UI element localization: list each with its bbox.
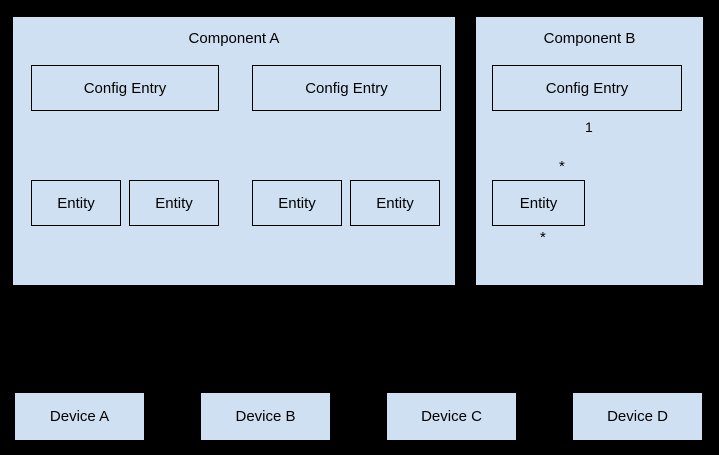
component-b-title: Component B [543,30,636,47]
component-a-title: Component A [188,30,280,47]
config-entry-box[interactable]: Config Entry [31,65,219,111]
device-box[interactable]: Device B [201,393,330,440]
config-entry-box[interactable]: Config Entry [252,65,441,111]
config-entry-box[interactable]: Config Entry [492,65,682,111]
device-box[interactable]: Device A [15,393,144,440]
component-panel-a: Component A [13,17,455,285]
multiplicity-label-many: * [540,229,546,246]
multiplicity-label-many: * [559,158,565,175]
entity-box[interactable]: Entity [31,180,121,226]
entity-box[interactable]: Entity [350,180,440,226]
device-box[interactable]: Device C [387,393,516,440]
component-panel-b: Component B [476,17,703,285]
entity-box[interactable]: Entity [252,180,342,226]
multiplicity-label-one: 1 [585,119,593,135]
entity-box[interactable]: Entity [129,180,219,226]
device-box[interactable]: Device D [573,393,702,440]
entity-box[interactable]: Entity [492,180,585,226]
